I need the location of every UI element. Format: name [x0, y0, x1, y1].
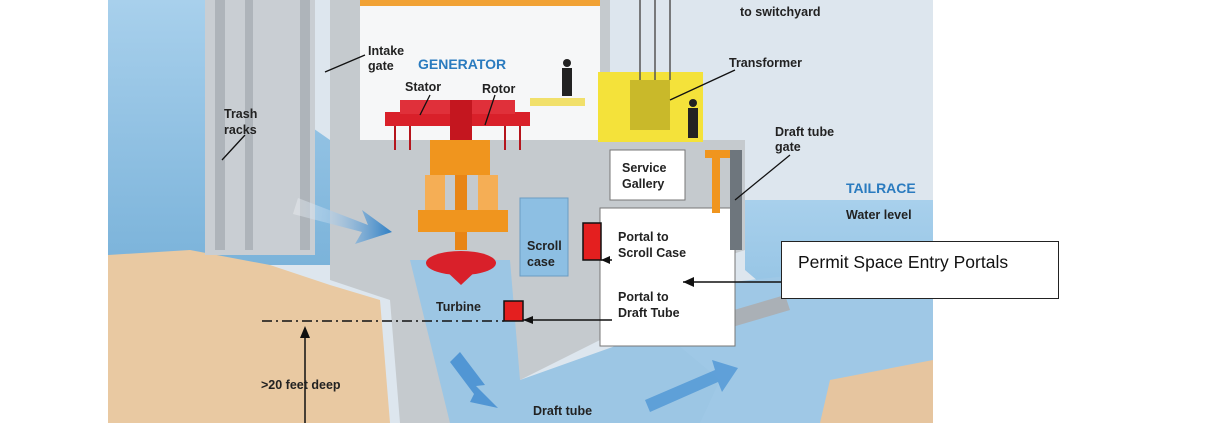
draft-tube-gate-label-2: gate: [775, 140, 801, 154]
arrowhead-icon: [683, 277, 694, 287]
arrowhead-icon: [523, 316, 533, 324]
person-icon: [688, 99, 698, 138]
service-gallery-room: [609, 149, 686, 201]
flow-arrow: [450, 352, 498, 408]
trash-racks-label-1: Trash: [224, 107, 257, 121]
generator: [385, 100, 530, 150]
rotor-label: Rotor: [482, 82, 515, 96]
switchyard-label: to switchyard: [740, 5, 821, 19]
portal-draft-tube-marker: [503, 300, 524, 322]
flow-arrow: [293, 198, 392, 244]
scroll-case: [519, 197, 569, 277]
soil-left: [108, 250, 390, 423]
water-level-label: Water level: [846, 208, 912, 222]
scroll-case-label-1: Scroll: [527, 239, 562, 253]
stator-label: Stator: [405, 80, 441, 94]
portal-draft-label-1: Portal to: [618, 290, 669, 304]
arrowhead-icon: [300, 326, 310, 338]
transformer-label: Transformer: [729, 56, 802, 70]
turbine-assembly: [418, 140, 508, 285]
portal-scroll-label-2: Scroll Case: [618, 246, 686, 260]
draft-tube-label: Draft tube: [533, 404, 592, 418]
person-icon: [562, 59, 572, 96]
generator-label: GENERATOR: [418, 56, 506, 72]
soil-right: [820, 360, 933, 423]
draft-tube-water: [410, 260, 720, 423]
service-gallery-label-1: Service: [622, 161, 667, 175]
portal-scroll-label-1: Portal to: [618, 230, 669, 244]
portal-draft-label-2: Draft Tube: [618, 306, 680, 320]
portal-room: [599, 207, 736, 347]
turbine-label: Turbine: [436, 300, 481, 314]
tailrace-label: TAILRACE: [846, 180, 916, 196]
intake-gate-label-2: gate: [368, 59, 394, 73]
trash-racks-label-2: racks: [224, 123, 257, 137]
arrowhead-icon: [601, 256, 610, 264]
intake-gate-label-1: Intake: [368, 44, 404, 58]
permit-space-callout-text: Permit Space Entry Portals: [798, 252, 1009, 272]
depth-label: >20 feet deep: [261, 378, 341, 392]
turbine-runner: [426, 251, 496, 275]
service-gallery-label-2: Gallery: [622, 177, 664, 191]
crane-beam: [360, 0, 600, 6]
portal-scroll-case-marker: [582, 222, 602, 261]
permit-space-callout-box: [781, 241, 1059, 299]
scroll-case-label-2: case: [527, 255, 555, 269]
flow-arrow: [645, 360, 738, 412]
draft-tube-gate-label-1: Draft tube: [775, 125, 834, 139]
